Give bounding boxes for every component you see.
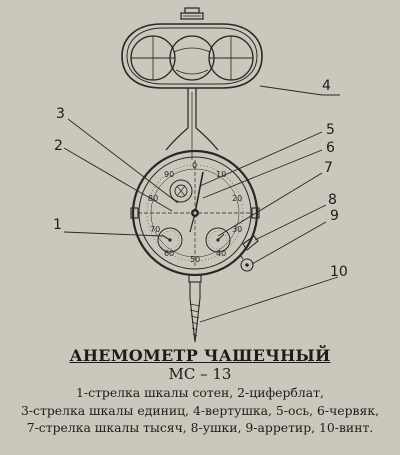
figure-caption: АНЕМОМЕТР ЧАШЕЧНЫЙ МС – 13 1-стрелка шка… (0, 346, 400, 437)
callout-3: 3 (56, 106, 65, 122)
guard-frame-inner (126, 27, 258, 85)
callout-6: 6 (326, 140, 335, 156)
caption-model: МС – 13 (168, 365, 232, 383)
dial-number-50: 50 (190, 255, 200, 264)
callout-9: 9 (330, 208, 339, 224)
lower-subdials (157, 227, 231, 253)
callout-7: 7 (324, 160, 333, 176)
dial-number-60: 60 (164, 249, 174, 258)
leader-lines (63, 85, 340, 323)
dial-number-10: 10 (216, 170, 226, 179)
worm-subdial (169, 179, 193, 203)
dial-number-80: 80 (148, 194, 158, 203)
dial-number-0: 0 (192, 161, 197, 170)
dial-number-30: 30 (232, 225, 242, 234)
dial-number-40: 40 (216, 249, 226, 258)
dial-number-90: 90 (164, 170, 174, 179)
rotor-cups (130, 35, 254, 81)
dial-number-70: 70 (150, 225, 160, 234)
dial-number-20: 20 (232, 194, 242, 203)
callout-5: 5 (326, 122, 335, 138)
screw-stem (188, 274, 202, 343)
callout-1: 1 (53, 217, 62, 233)
caption-line-3: 7-стрелка шкалы тысяч, 8-ушки, 9-арретир… (26, 420, 374, 435)
anemometer-diagram: 0 10 20 30 40 50 60 70 80 90 (53, 7, 348, 343)
callout-4: 4 (322, 78, 331, 94)
callout-2: 2 (54, 138, 63, 154)
lugs-and-arrester (130, 207, 260, 272)
rotor-stem (165, 88, 219, 160)
top-knob (180, 7, 204, 20)
guard-frame (121, 23, 263, 89)
caption-title: АНЕМОМЕТР ЧАШЕЧНЫЙ (69, 346, 331, 365)
callout-10: 10 (330, 264, 348, 280)
caption-line-1: 1-стрелка шкалы сотен, 2-циферблат, (76, 385, 324, 400)
callout-8: 8 (328, 192, 337, 208)
main-hand (189, 171, 204, 233)
caption-line-2: 3-стрелка шкалы единиц, 4-вертушка, 5-ос… (20, 402, 380, 418)
